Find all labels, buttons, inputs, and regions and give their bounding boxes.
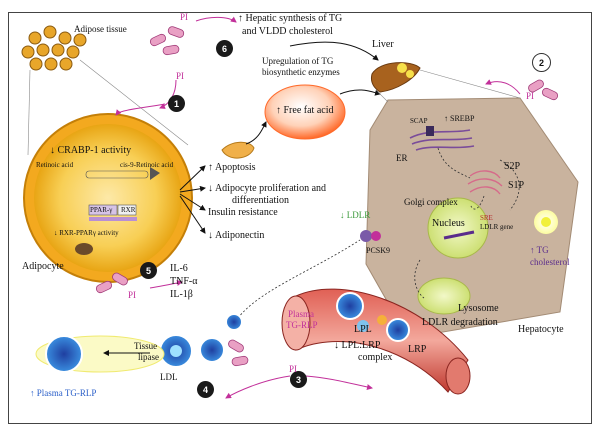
step-badge-2: 2 (532, 53, 551, 72)
label-er: ER (396, 153, 408, 163)
blood-vessel-icon (281, 288, 471, 395)
liver-icon (371, 62, 421, 93)
label-lpl-lrp-1: ↓ LPL:LRP (334, 340, 381, 351)
adipocyte-cell (23, 113, 193, 283)
label-lysosome: Lysosome (458, 303, 499, 314)
label-s2p: S2P (504, 161, 521, 172)
label-pi-5: PI (128, 290, 137, 300)
fat-droplet (221, 141, 255, 159)
label-adipose-tissue: Adipose tissue (74, 24, 127, 34)
er-membranes (409, 129, 475, 151)
label-pi-3: PI (289, 364, 298, 374)
lipoprotein-icon (159, 292, 410, 368)
outcome-arrows (179, 165, 206, 234)
label-tnf: TNF-α (170, 276, 198, 287)
step-badge-5: 5 (140, 262, 157, 279)
label-rxr-ppar-activity: ↓ RXR-PPARγ activity (54, 229, 119, 237)
label-pi-6: PI (180, 12, 189, 22)
label-rxr: RXR (121, 206, 136, 214)
label-apoptosis: ↑ Apoptosis (208, 162, 256, 173)
nucleus (427, 197, 489, 259)
pill-icon (228, 339, 244, 353)
label-adipocyte-prolif-1: ↓ Adipocyte proliferation and (208, 183, 327, 194)
label-tissue-1: Tissue (134, 341, 158, 351)
pi-arrows (115, 16, 521, 399)
label-lrp: LRP (408, 344, 427, 355)
label-hepatic-1: ↑ Hepatic synthesis of TG (238, 13, 343, 24)
label-upregulation-2: biosynthetic enzymes (262, 67, 340, 77)
arrow-to-ffa (245, 121, 267, 145)
label-adipocyte-prolif-2: differentiation (232, 195, 290, 206)
label-tg-cholesterol-2: cholesterol (530, 257, 570, 267)
label-hepatocyte: Hepatocyte (518, 324, 564, 335)
label-lpl-lrp-2: complex (358, 352, 393, 363)
label-golgi: Golgi complex (404, 197, 458, 207)
label-insulin-resistance: Insulin resistance (208, 207, 278, 218)
label-plasma-tgrlp-up: ↑ Plasma TG-RLP (30, 388, 97, 398)
step-badge-1: 1 (168, 95, 185, 112)
pill-icon (541, 87, 559, 101)
label-cis9-retinoic-acid: cis-9-Retinoic acid (120, 161, 174, 169)
arrow-to-liver (289, 41, 379, 61)
label-plasma-1: Plasma (288, 309, 314, 319)
figure-frame (8, 12, 592, 424)
label-crabp: ↓ CRABP-1 activity (50, 145, 132, 156)
label-s1p: S1P (508, 180, 525, 191)
pill-icon (112, 272, 128, 286)
lysosome (417, 277, 471, 315)
label-ldlr-degradation: LDLR degradation (422, 317, 498, 328)
label-upregulation-1: Upregulation of TG (262, 56, 334, 66)
pill-icon (167, 26, 185, 38)
pill-icon (528, 79, 544, 93)
label-ldlr-gene: LDLR gene (480, 223, 514, 231)
tg-rlp-particle (45, 335, 83, 373)
step-badge-6: 6 (216, 40, 233, 57)
pcsk9-ldlr-complex (360, 230, 381, 242)
label-scap: SCAP (410, 117, 428, 125)
label-srebp: ↑ SREBP (444, 114, 475, 123)
label-adiponectin: ↓ Adiponectin (208, 230, 265, 241)
zoom-line-right (79, 59, 189, 146)
step-badge-3: 3 (290, 371, 307, 388)
label-il1: IL-1β (170, 289, 193, 300)
ppar-rxr-complex (88, 204, 137, 221)
dotted-pathways (237, 147, 520, 319)
pill-icon (162, 44, 180, 56)
label-tg-cholesterol-1: ↑ TG (530, 245, 549, 255)
label-ldlr: ↓ LDLR (340, 210, 371, 220)
golgi-membranes (467, 170, 503, 195)
label-lpl: LPL (354, 324, 372, 335)
step-badge-4: 4 (197, 381, 214, 398)
label-plasma-2: TG-RLP (286, 320, 318, 330)
label-retinoic-acid: Retinoic acid (36, 161, 74, 169)
label-pi-2: PI (526, 91, 535, 101)
label-adipocyte: Adipocyte (22, 261, 64, 272)
label-nucleus: Nucleus (432, 218, 465, 229)
free-fat-acid-bubble (264, 84, 346, 140)
label-tissue-2: lipase (138, 352, 159, 362)
label-hepatic-2: and VLDD cholesterol (242, 26, 333, 37)
label-pi-1: PI (176, 71, 185, 81)
pill-icon (95, 280, 113, 294)
label-ldl: LDL (160, 372, 178, 382)
pill-icon (149, 33, 167, 47)
ldlr-gene-strand (443, 230, 475, 240)
label-ppar: PPAR-γ (90, 206, 113, 214)
label-free-fat-acid: ↑ Free fat acid (276, 105, 334, 116)
adipose-tissue-cluster (21, 25, 87, 71)
label-il6: IL-6 (170, 263, 188, 274)
label-sre: SRE (480, 214, 493, 222)
pill-icon (231, 355, 249, 367)
label-pcsk9: PCSK9 (366, 246, 391, 255)
label-liver: Liver (372, 39, 394, 50)
zoom-line-left (27, 69, 31, 156)
arrow-ffa-to-liver (339, 89, 381, 96)
scap-protein (426, 126, 434, 136)
